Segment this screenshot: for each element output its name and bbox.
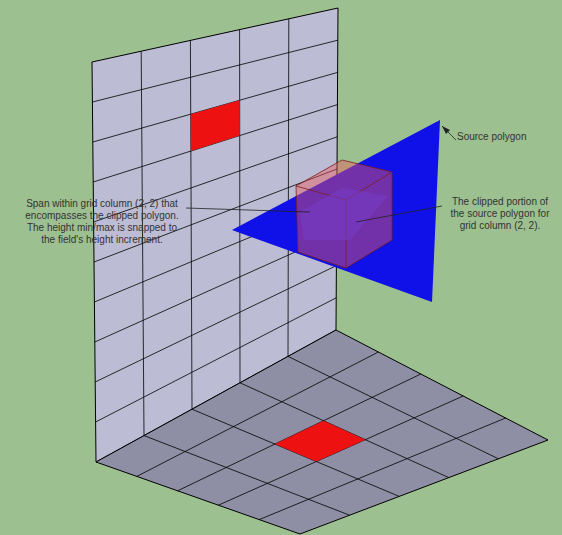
grid-line	[240, 383, 449, 478]
span-label: Span within grid column (2, 2) that enco…	[20, 198, 184, 246]
arrowhead	[442, 126, 450, 134]
floor-grid	[96, 330, 548, 534]
grid-line	[92, 40, 337, 102]
grid-cell	[191, 100, 240, 151]
clipped-label: The clipped portion of the source polygo…	[444, 196, 556, 232]
grid-line	[192, 409, 399, 496]
grid-cell	[275, 421, 365, 462]
span-box	[296, 160, 392, 268]
grid-line	[259, 418, 505, 520]
clipped-polygon	[300, 188, 388, 240]
source-polygon	[232, 120, 440, 302]
polygon-label: Source polygon	[457, 131, 557, 143]
grid-line	[137, 352, 379, 476]
leader-line	[186, 126, 456, 222]
grid-line	[178, 374, 421, 491]
